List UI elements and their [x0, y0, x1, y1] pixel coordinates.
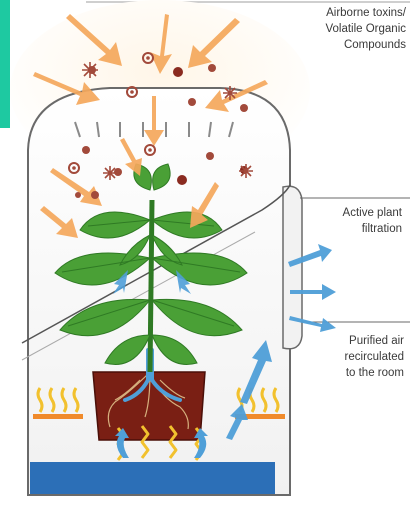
label-line: filtration: [302, 221, 402, 237]
label-line: Compounds: [266, 37, 406, 53]
water-reservoir: [30, 462, 275, 494]
label-airborne-toxins: Airborne toxins/ Volatile Organic Compou…: [266, 5, 406, 53]
label-line: recirculated: [294, 349, 404, 365]
accent-bar: [0, 0, 10, 128]
label-purified-air: Purified air recirculated to the room: [294, 333, 404, 381]
label-line: Airborne toxins/: [266, 5, 406, 21]
label-line: to the room: [294, 365, 404, 381]
label-line: Purified air: [294, 333, 404, 349]
label-line: Active plant: [302, 205, 402, 221]
plant-stem: [150, 200, 152, 372]
heater-left: [33, 414, 83, 419]
label-active-plant-filtration: Active plant filtration: [302, 205, 402, 237]
label-line: Volatile Organic: [266, 21, 406, 37]
side-filter-panel: [283, 186, 302, 349]
